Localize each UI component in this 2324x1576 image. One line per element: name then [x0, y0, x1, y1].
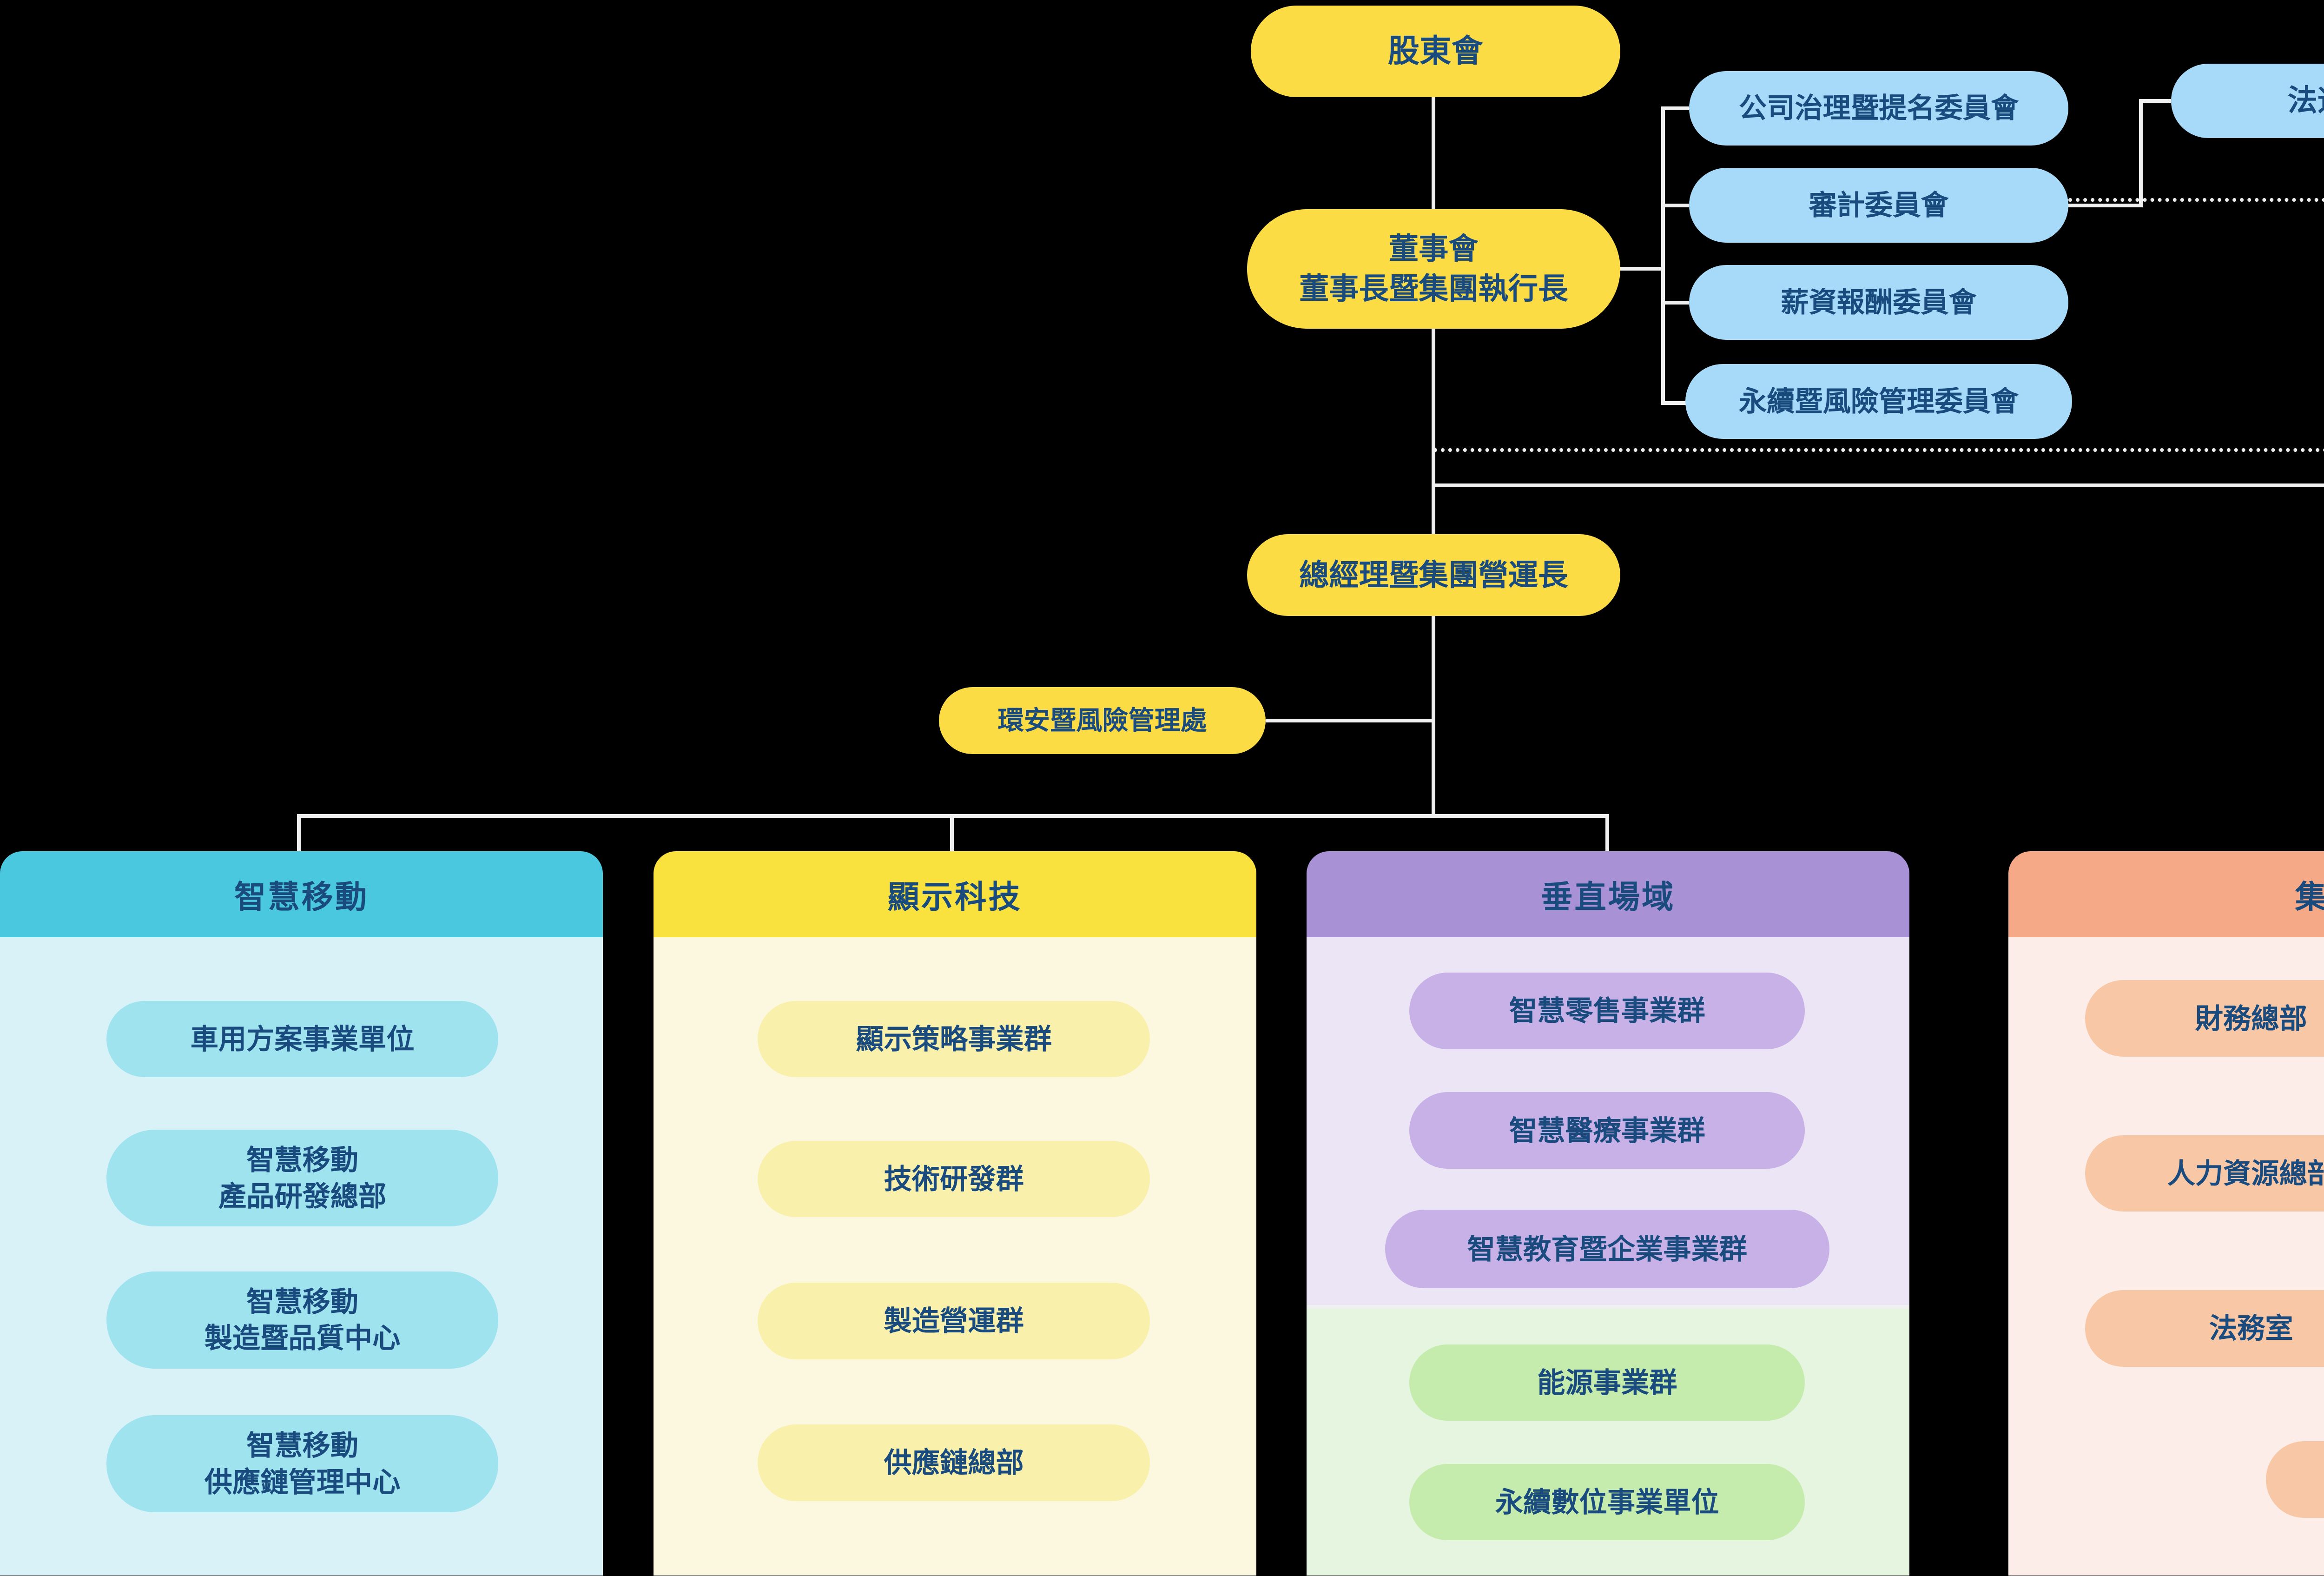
- org-unit-node: 智慧教育暨企業事業群: [1385, 1210, 1829, 1289]
- org-unit-node: 車用方案事業單位: [106, 1000, 499, 1078]
- committee-sustainability-node: 永續暨風險管理委員會: [1685, 364, 2072, 439]
- connector-committee-1: [1661, 106, 1690, 110]
- org-unit-node: 技術研發群: [758, 1140, 1150, 1218]
- org-unit-node: 供應鏈總部: [758, 1424, 1150, 1501]
- shareholders-node: 股東會: [1250, 6, 1620, 97]
- ehs-office-node: 環安暨風險管理處: [939, 687, 1266, 755]
- compliance-advisor-node: 法遵總顧問: [2171, 63, 2324, 139]
- board-node: 董事會 董事長暨集團執行長: [1247, 209, 1620, 329]
- org-unit-node: 智慧移動 供應鏈管理中心: [106, 1415, 499, 1512]
- connector-drop-smart-mobility: [297, 814, 301, 855]
- division-display-tech-header: 顯示科技: [653, 851, 1256, 938]
- org-unit-node: 顯示策略事業群: [758, 1000, 1150, 1078]
- connector-audit-compliance-h2: [2139, 99, 2171, 103]
- org-unit-node: 智慧醫療事業群: [1409, 1092, 1805, 1169]
- division-vertical-domain-header: 垂直場域: [1307, 851, 1910, 938]
- division-smart-mobility: 智慧移動 車用方案事業單位 智慧移動 產品研發總部 智慧移動 製造暨品質中心 智…: [0, 851, 603, 1576]
- division-display-tech: 顯示科技 顯示策略事業群 技術研發群 製造營運群 供應鏈總部: [653, 851, 1256, 1576]
- connector-board-bracket-stub: [1620, 267, 1662, 271]
- division-vertical-domain: 垂直場域 智慧零售事業群 智慧醫療事業群 智慧教育暨企業事業群 能源事業群 永續…: [1307, 851, 1910, 1576]
- org-unit-node: 能源事業群: [1409, 1344, 1805, 1421]
- connector-bracket-vertical: [1661, 106, 1665, 405]
- connector-drop-display-tech: [950, 814, 954, 855]
- dotted-compliance-return: [1433, 448, 2324, 452]
- org-unit-node: 法務室: [2085, 1290, 2324, 1367]
- division-divider: [1307, 1305, 1910, 1309]
- org-unit-node: 永續數位事業單位: [1409, 1463, 1805, 1541]
- org-unit-node: 人力資源總部: [2085, 1135, 2324, 1212]
- connector-audit-compliance-h1: [2068, 203, 2139, 207]
- connector-committee-4: [1661, 401, 1690, 405]
- connector-branch-support-h: [1432, 483, 2324, 488]
- committee-governance-node: 公司治理暨提名委員會: [1689, 71, 2068, 146]
- committee-audit-node: 審計委員會: [1689, 168, 2068, 243]
- connector-president-down: [1432, 616, 1436, 818]
- division-smart-mobility-header: 智慧移動: [0, 851, 603, 938]
- org-unit-node: 製造營運群: [758, 1282, 1150, 1359]
- committee-compensation-node: 薪資報酬委員會: [1689, 265, 2068, 340]
- president-node: 總經理暨集團營運長: [1247, 534, 1620, 616]
- connector-committee-2: [1661, 203, 1690, 207]
- connector-audit-compliance-v: [2139, 99, 2143, 207]
- org-unit-node: 智慧移動 產品研發總部: [106, 1129, 499, 1227]
- connector-committee-3: [1661, 300, 1690, 305]
- connector-shareholders-board: [1432, 97, 1436, 215]
- connector-ehs-office: [1265, 719, 1434, 723]
- connector-drop-vertical-domain: [1605, 814, 1609, 855]
- dotted-audit-right: [2068, 198, 2324, 202]
- division-support-header: 集團營運支援單位: [2008, 851, 2324, 938]
- connector-board-president: [1432, 328, 1436, 534]
- org-unit-node: 稽核管理處: [2266, 1441, 2324, 1518]
- division-support: 集團營運支援單位 財務總部 數位技術發展總部 人力資源總部 永續發展總部 法務室…: [2008, 851, 2324, 1576]
- org-unit-node: 智慧零售事業群: [1409, 973, 1805, 1049]
- org-unit-node: 財務總部: [2085, 980, 2324, 1057]
- org-unit-node: 智慧移動 製造暨品質中心: [106, 1271, 499, 1369]
